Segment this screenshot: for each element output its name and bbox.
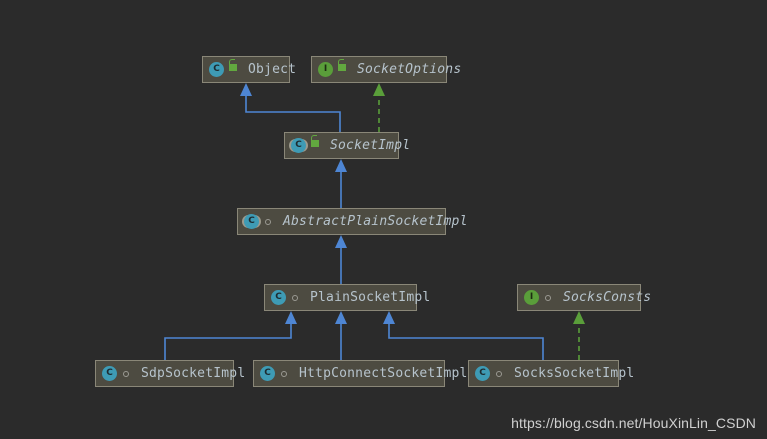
arrowhead-extends-sdp-socket-impl-to-plain-socket-impl [285, 311, 297, 324]
class-node-http-connect-socket-impl[interactable]: C HttpConnectSocketImpl [253, 360, 467, 387]
class-node-label: AbstractPlainSocketImpl [283, 214, 468, 229]
class-node-label: SdpSocketImpl [141, 366, 246, 381]
arrowhead-extends-socks-socket-impl-to-plain-socket-impl [383, 311, 395, 324]
class-node-plain-socket-impl[interactable]: C PlainSocketImpl [264, 284, 430, 311]
class-node-label: SocksSocketImpl [514, 366, 635, 381]
public-lock-icon [308, 135, 324, 153]
package-private-dot-icon [288, 290, 304, 305]
class-node-socket-impl[interactable]: C SocketImpl [284, 132, 410, 159]
package-private-dot-icon [492, 366, 508, 381]
class-node-label: HttpConnectSocketImpl [299, 366, 468, 381]
class-circle-c-icon: C [209, 62, 224, 77]
arrowhead-extends-http-connect-socket-impl-to-plain-socket-impl [335, 311, 347, 324]
class-circle-c-icon: C [271, 290, 286, 305]
class-circle-c-icon: C [260, 366, 275, 381]
class-node-socks-socket-impl[interactable]: C SocksSocketImpl [468, 360, 634, 387]
arrowhead-implements-socket-impl-to-socket-options [373, 83, 385, 96]
class-node-label: SocketImpl [330, 138, 411, 153]
class-node-sdp-socket-impl[interactable]: C SdpSocketImpl [95, 360, 245, 387]
class-circle-c-icon: C [102, 366, 117, 381]
public-lock-icon [226, 59, 242, 77]
class-node-label: Object [248, 62, 297, 77]
package-private-dot-icon [541, 290, 557, 305]
class-node-label: SocksConsts [563, 290, 652, 305]
arrowhead-extends-socket-impl-to-object [240, 83, 252, 96]
class-node-socks-consts[interactable]: I SocksConsts [517, 284, 651, 311]
arrowhead-extends-abstract-plain-socket-impl-to-socket-impl [335, 159, 347, 172]
abstract-class-circle-c-icon: C [291, 138, 306, 153]
edge-extends-sdp-socket-impl-to-plain-socket-impl [164, 324, 292, 360]
watermark-url: https://blog.csdn.net/HouXinLin_CSDN [511, 415, 756, 431]
interface-circle-i-icon: I [524, 290, 539, 305]
class-node-label: PlainSocketImpl [310, 290, 431, 305]
package-private-dot-icon [261, 214, 277, 229]
class-circle-c-icon: C [475, 366, 490, 381]
package-private-dot-icon [277, 366, 293, 381]
edge-extends-socks-socket-impl-to-plain-socket-impl [388, 324, 544, 360]
edge-extends-socket-impl-to-object [245, 96, 341, 132]
class-node-label: SocketOptions [357, 62, 462, 77]
arrowhead-implements-socks-socket-impl-to-socks-consts [573, 311, 585, 324]
arrowhead-extends-plain-socket-impl-to-abstract-plain-socket-impl [335, 235, 347, 248]
package-private-dot-icon [119, 366, 135, 381]
class-node-socket-options[interactable]: I SocketOptions [311, 56, 461, 83]
class-node-object[interactable]: C Object [202, 56, 296, 83]
interface-circle-i-icon: I [318, 62, 333, 77]
abstract-class-circle-c-icon: C [244, 214, 259, 229]
class-node-abstract-plain-socket-impl[interactable]: C AbstractPlainSocketImpl [237, 208, 467, 235]
public-lock-icon [335, 59, 351, 77]
